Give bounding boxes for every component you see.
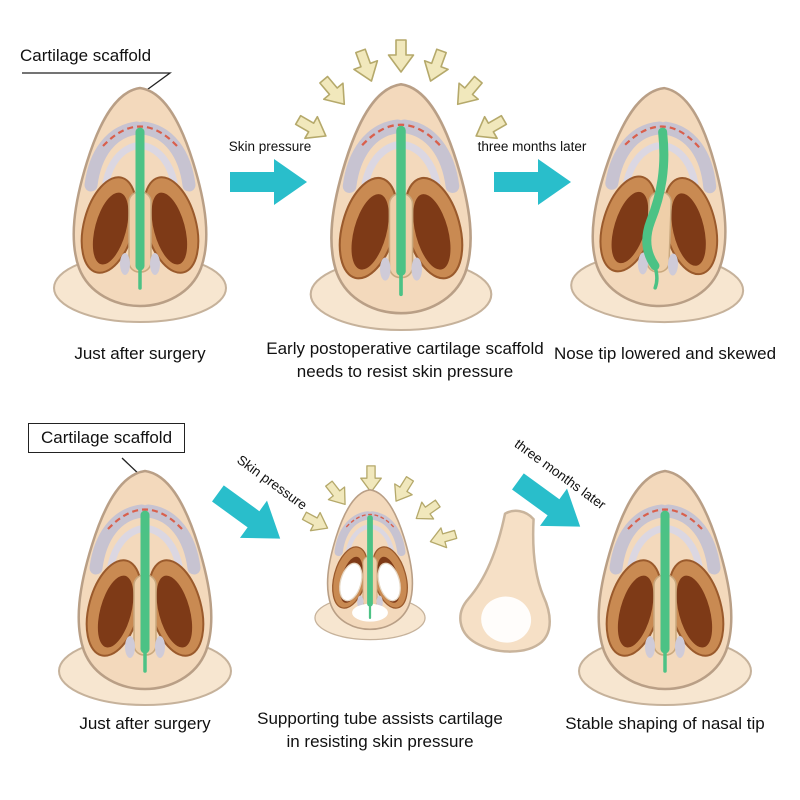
row1-caption-just-after-surgery: Just after surgery xyxy=(74,344,206,363)
press-arrow-icon xyxy=(313,70,355,114)
row1-three-months-label: three months later xyxy=(477,139,587,154)
nose-row1-just-after-surgery xyxy=(54,88,226,322)
row1-cartilage-scaffold-label: Cartilage scaffold xyxy=(20,46,152,65)
row2-caption-supporting-tube: Supporting tube assists cartilage in res… xyxy=(230,707,530,753)
nose-row1-lowered-skewed xyxy=(570,85,750,325)
press-arrow-icon xyxy=(320,476,354,512)
row1-skin-pressure-label: Skin pressure xyxy=(228,139,312,154)
nose-row1-early-postoperative xyxy=(311,84,492,330)
press-arrow-icon xyxy=(387,39,415,73)
row1-caption-lowered-skewed: Nose tip lowered and skewed xyxy=(553,344,777,363)
press-arrow-icon xyxy=(417,45,455,87)
caption-line: needs to resist skin pressure xyxy=(296,362,514,381)
press-arrow-icon xyxy=(447,70,489,114)
row2-caption-just-after-surgery: Just after surgery xyxy=(79,714,211,733)
caption-line: Supporting tube assists cartilage xyxy=(257,709,503,728)
row2-cartilage-scaffold-label: Cartilage scaffold xyxy=(28,423,186,453)
press-arrow-icon xyxy=(409,494,445,528)
caption-line: in resisting skin pressure xyxy=(286,732,474,751)
supporting-tube-illustration xyxy=(459,509,551,653)
teal-arrow-row1-skin-pressure-icon xyxy=(230,159,307,205)
press-arrow-icon xyxy=(386,472,420,508)
teal-arrow-row1-three-months-icon xyxy=(494,159,571,205)
nose-row2-just-after-surgery xyxy=(59,471,231,705)
press-arrow-icon xyxy=(360,465,382,493)
row2-caption-stable-shaping: Stable shaping of nasal tip xyxy=(565,714,765,733)
caption-line: Early postoperative cartilage scaffold xyxy=(266,339,544,358)
press-arrow-icon xyxy=(347,45,385,87)
press-arrow-icon xyxy=(426,523,460,553)
nose-row2-with-supporting-tube xyxy=(315,490,425,640)
leader-line-row1-scaffold xyxy=(22,72,172,93)
row1-caption-early-postoperative: Early postoperative cartilage scaffold n… xyxy=(250,337,560,383)
